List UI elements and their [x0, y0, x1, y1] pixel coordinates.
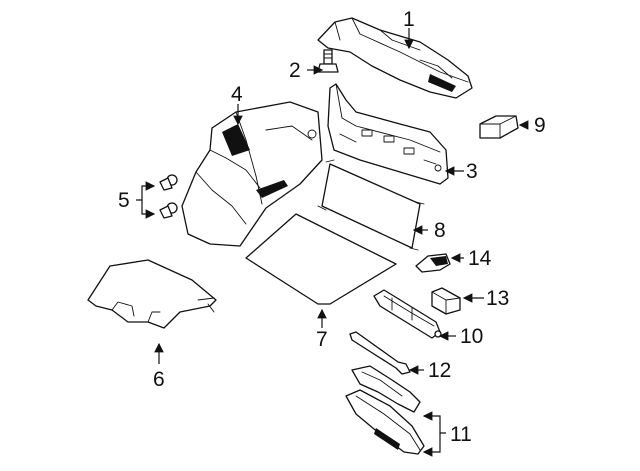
- callout-14: 14: [468, 247, 492, 270]
- part-13-bracket: [431, 287, 461, 315]
- part-9-bracket: [479, 115, 519, 139]
- callout-6: 6: [153, 368, 165, 391]
- callout-3: 3: [466, 160, 478, 183]
- part-10-jack: [373, 289, 442, 339]
- callout-9: 9: [534, 114, 546, 137]
- part-14-pad: [415, 253, 451, 273]
- callout-4: 4: [231, 83, 243, 106]
- callout-1: 1: [403, 8, 415, 31]
- part-8-cargo-net: [317, 159, 425, 251]
- part-5-clips: [159, 174, 178, 219]
- part-12-jack-handle: [349, 331, 411, 375]
- part-4-side-trim-panel: [181, 101, 323, 247]
- part-2-bolt: [317, 49, 339, 73]
- leader-11a: [422, 411, 446, 434]
- leader-5b: [141, 200, 156, 219]
- callout-12: 12: [428, 359, 451, 382]
- part-7-floor-mat: [245, 213, 397, 305]
- leader-lines: [136, 28, 529, 457]
- callout-2: 2: [289, 59, 301, 82]
- callout-7: 7: [316, 328, 328, 351]
- part-3-rear-panel: [327, 83, 449, 185]
- callout-13: 13: [486, 287, 509, 310]
- leader-11b: [422, 433, 441, 457]
- callout-5: 5: [118, 189, 130, 212]
- callout-10: 10: [460, 325, 483, 348]
- callout-8: 8: [434, 219, 446, 242]
- part-11-tool-kit: [345, 365, 425, 455]
- callout-labels: 1 2 3 4 5 6 7 8 9 10 11 12 13 14: [118, 8, 546, 446]
- leader-5a: [136, 181, 156, 201]
- part-6-cover-panel: [87, 259, 217, 329]
- part-1-rear-shelf-trim: [317, 17, 473, 99]
- callout-11: 11: [450, 423, 472, 446]
